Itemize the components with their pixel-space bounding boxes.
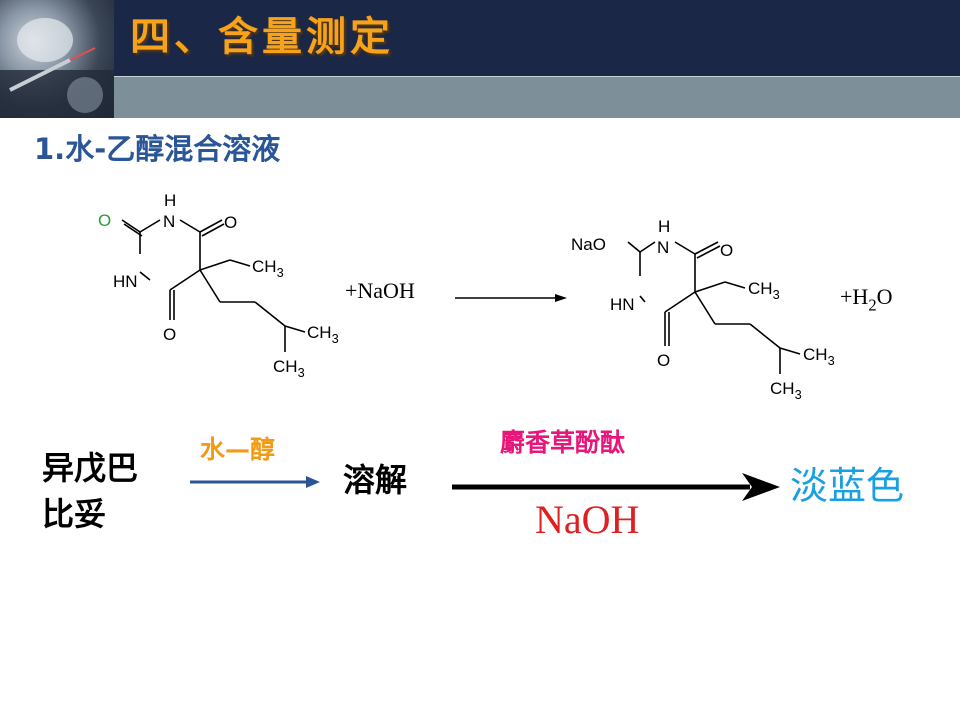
reactant-ch3-1: CH3 <box>252 257 284 280</box>
indicator-label: 麝香草酚酞 <box>500 428 626 457</box>
header-photo <box>0 0 114 118</box>
reactant-o-top-left: O <box>98 211 111 230</box>
reactant-structure <box>121 219 306 352</box>
header-navy-bar <box>114 0 960 77</box>
dissolve-label: 溶解 <box>343 461 408 499</box>
product-h-label: H <box>658 217 670 236</box>
solvent-arrow <box>190 476 320 488</box>
result-color-label: 淡蓝色 <box>790 464 905 508</box>
product-o-bottom: O <box>657 351 670 370</box>
page-title: 四、含量测定 <box>130 14 394 60</box>
reaction-equation: O H N O HN O CH3 CH3 CH3 +NaOH NaO H N O… <box>98 191 892 402</box>
header-gray-bar <box>114 77 960 118</box>
product-nao-label: NaO <box>571 235 606 254</box>
product-o-right: O <box>720 241 733 260</box>
reaction-arrow <box>455 294 567 302</box>
reactant-hn-label: HN <box>113 272 138 291</box>
plus-naoh-label: +NaOH <box>345 278 415 303</box>
section-subtitle: 1.水-乙醇混合溶液 <box>34 132 281 166</box>
reactant-ch3-3: CH3 <box>273 357 305 380</box>
reactant-ch3-2: CH3 <box>307 323 339 346</box>
start-compound-label: 异戊巴比妥 <box>42 449 139 533</box>
product-hn-label: HN <box>610 295 635 314</box>
reactant-h-label: H <box>164 191 176 210</box>
product-n-label: N <box>657 238 669 257</box>
plus-water-label: +H2O <box>840 284 892 315</box>
titration-arrow <box>452 473 780 501</box>
solvent-label: 水—醇 <box>200 435 276 464</box>
reactant-n-label: N <box>163 212 175 231</box>
header-band: 四、含量测定 <box>0 0 960 118</box>
reagent-label: NaOH <box>535 497 640 542</box>
reactant-o-bottom: O <box>163 325 176 344</box>
product-structure <box>627 241 801 374</box>
product-ch3-2: CH3 <box>803 345 835 368</box>
reactant-o-right: O <box>224 213 237 232</box>
product-ch3-3: CH3 <box>770 379 802 402</box>
product-ch3-1: CH3 <box>748 279 780 302</box>
